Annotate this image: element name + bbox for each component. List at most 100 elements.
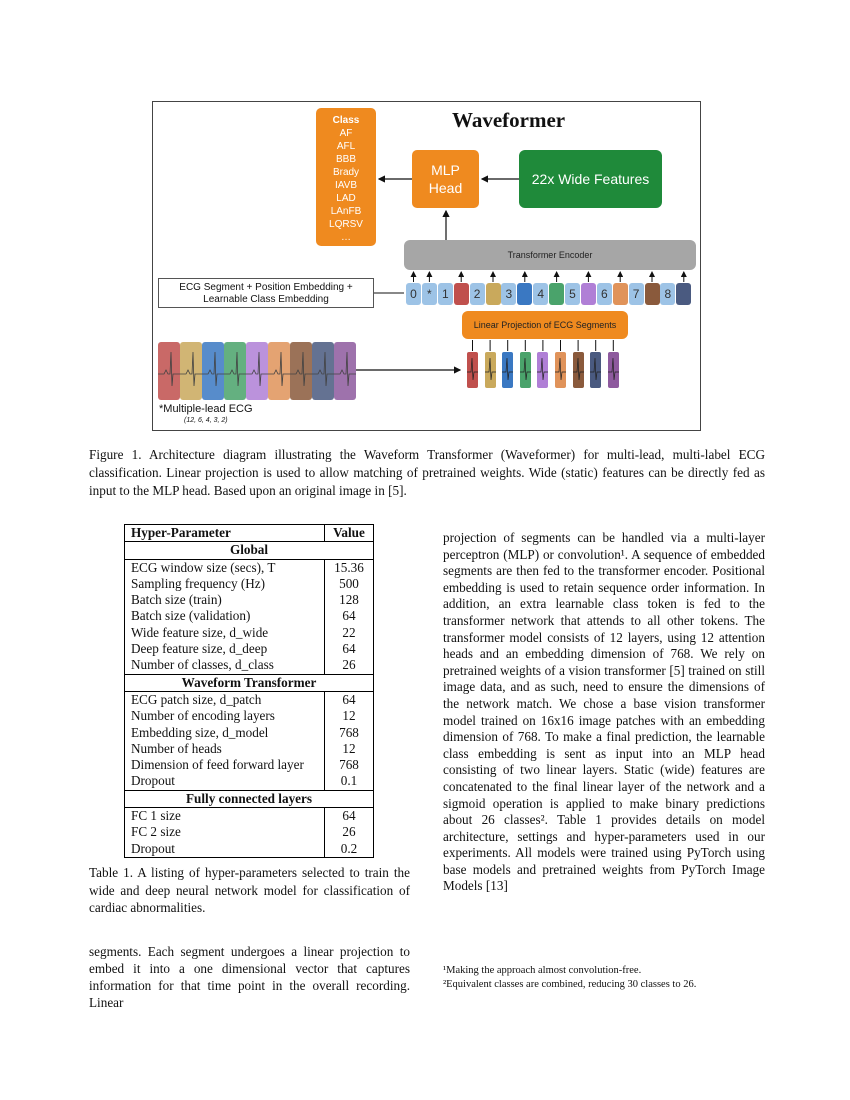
table-cell-value: 768 [324, 757, 374, 774]
token: 3 [501, 283, 517, 305]
table-section-row: Waveform Transformer [124, 673, 374, 692]
mlp-head-box: MLP Head [412, 150, 479, 208]
table-section-row: Global [124, 541, 374, 560]
footnote: ¹Making the approach almost convolution-… [443, 965, 642, 976]
ecg-strip [202, 342, 224, 400]
token: 4 [533, 283, 549, 305]
table-cell-value: 26 [324, 824, 374, 841]
ecg-strip [246, 342, 268, 400]
table-section-title: Global [124, 541, 374, 560]
footnote: ²Equivalent classes are combined, reduci… [443, 979, 697, 990]
ecg-label: *Multiple-lead ECG [159, 403, 253, 415]
ecg-strip [224, 342, 246, 400]
table-cell-value: 12 [324, 740, 374, 758]
class-item: … [341, 232, 351, 243]
table-cell-value: 26 [324, 657, 374, 675]
class-header: Class [332, 115, 360, 126]
ecg-patch [467, 352, 478, 388]
table-header-row: Hyper-Parameter Value [124, 523, 374, 543]
class-item: IAVB [334, 180, 358, 191]
ecg-strip [268, 342, 290, 400]
table-cell-param: Batch size (validation) [124, 608, 325, 625]
table-cell-param: Dropout [124, 840, 325, 858]
embedding-label-line: ECG Segment + Position Embedding + [179, 282, 353, 293]
token: 1 [437, 283, 453, 305]
ecg-patch [607, 352, 619, 388]
ecg-lead-counts: (12, 6, 4, 3, 2) [184, 417, 228, 424]
token [676, 283, 692, 305]
ecg-patch [555, 352, 566, 388]
table-header: Hyper-Parameter [124, 523, 325, 543]
table-cell-param: Embedding size, d_model [124, 724, 325, 741]
table-cell-param: Wide feature size, d_wide [124, 624, 325, 642]
token [612, 283, 628, 305]
ecg-strip [334, 342, 356, 400]
mlp-head-line: Head [428, 180, 463, 196]
footnotes: ¹Making the approach almost convolution-… [443, 964, 765, 992]
table-cell-param: ECG window size (secs), T [124, 559, 325, 576]
table-cell-param: Dimension of feed forward layer [124, 757, 325, 774]
token: 7 [628, 283, 644, 305]
table-cell-param: FC 2 size [124, 824, 325, 841]
ecg-patch [484, 352, 496, 388]
table-row: Sampling frequency (Hz)500 [124, 575, 374, 593]
token: 6 [596, 283, 612, 305]
table-cell-param: Number of heads [124, 740, 325, 758]
table-cell-param: FC 1 size [124, 807, 325, 825]
token [453, 283, 469, 305]
token [580, 283, 596, 305]
ecg-strip [312, 342, 334, 400]
embedding-label-line: Learnable Class Embedding [203, 294, 329, 305]
table-cell-value: 500 [324, 575, 374, 593]
class-item: LQRSV [329, 219, 363, 230]
wide-features-box: 22x Wide Features [519, 150, 662, 208]
table-cell-value: 64 [324, 807, 374, 825]
figure-title: Waveformer [452, 108, 566, 132]
table-cell-param: Deep feature size, d_deep [124, 641, 325, 658]
token: 2 [469, 283, 485, 305]
class-item: LAnFB [330, 206, 362, 217]
ecg-strip [290, 342, 312, 400]
class-item: AFL [336, 141, 356, 152]
table-section-title: Fully connected layers [124, 789, 374, 809]
table-cell-value: 128 [324, 592, 374, 609]
token [549, 283, 565, 305]
table-header: Value [324, 523, 374, 543]
ecg-patch [537, 352, 549, 388]
table-cell-value: 22 [324, 624, 374, 642]
table-cell-value: 15.36 [324, 559, 374, 576]
linear-projection-box: Linear Projection of ECG Segments [462, 311, 628, 339]
token [644, 283, 660, 305]
table-section-title: Waveform Transformer [124, 673, 374, 692]
embedding-label-box: ECG Segment + Position Embedding + Learn… [158, 278, 374, 308]
ecg-strip [158, 342, 180, 400]
transformer-encoder-box: Transformer Encoder [404, 240, 696, 270]
table-cell-value: 0.2 [324, 840, 374, 858]
table-row: Batch size (train)128 [124, 592, 374, 609]
table-cell-param: Dropout [124, 773, 325, 791]
class-item: Brady [332, 167, 360, 178]
table-cell-param: ECG patch size, d_patch [124, 691, 325, 709]
ecg-patch [590, 352, 602, 388]
table-row: Batch size (validation)64 [124, 608, 374, 625]
body-text-left: segments. Each segment undergoes a linea… [89, 944, 410, 1010]
table-caption: Table 1. A listing of hyper-parameters s… [89, 865, 410, 915]
table-cell-param: Number of encoding layers [124, 708, 325, 725]
mlp-head-line: MLP [431, 162, 460, 178]
ecg-patch [502, 352, 514, 388]
table-cell-value: 12 [324, 708, 374, 725]
ecg-patch [519, 352, 531, 388]
